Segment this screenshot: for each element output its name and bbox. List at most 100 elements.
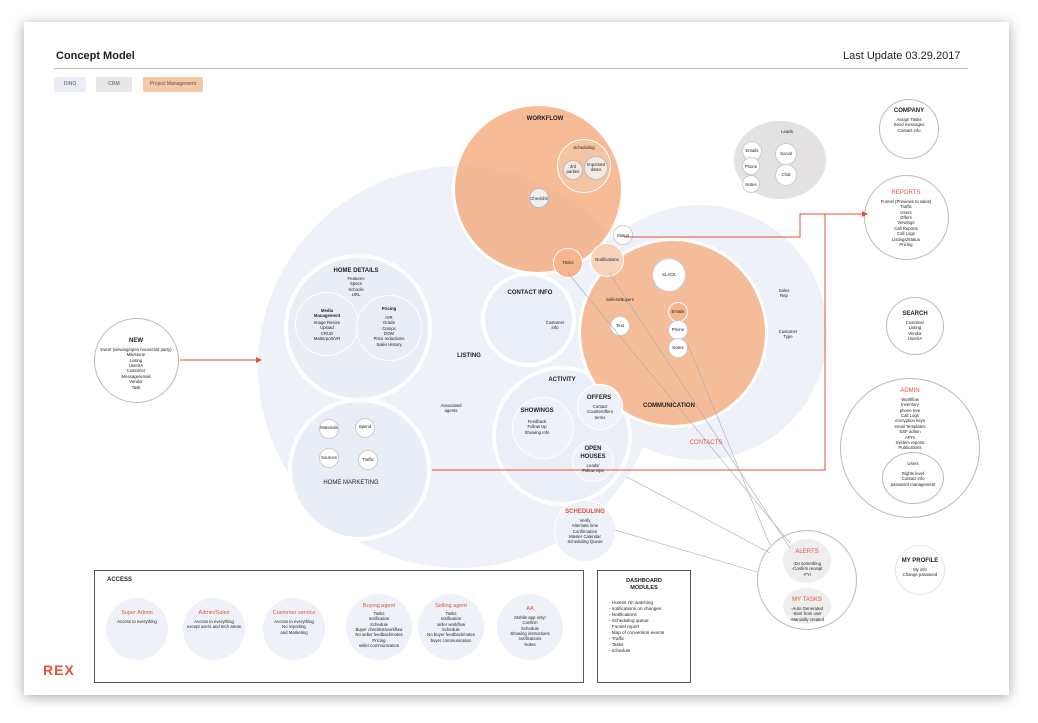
home-details-title: HOME DETAILS (333, 268, 379, 274)
dashboard-item: - Homes I'm watching (609, 600, 654, 605)
search-title: SEARCH (902, 311, 928, 317)
dashboard-item: - Tasks (609, 641, 624, 647)
dashboard-item: - notifications on changes (609, 605, 662, 611)
third-parties-label: 3rd parties (566, 164, 580, 175)
role-selling-agent-text: Tasks notification seller workflow Sched… (427, 611, 475, 643)
alerts-text: -Do something -Confirm receipt -FYI (791, 561, 823, 577)
new-circle (94, 318, 179, 403)
open-houses-circle (572, 440, 614, 482)
role-aa-circle (497, 594, 563, 660)
communication-title: COMMUNICATION (643, 403, 695, 409)
pricing-title: Pricing (381, 306, 397, 311)
sources-label: Sources (321, 455, 337, 460)
search-circle (886, 297, 944, 355)
dashboard-list: - Homes I'm watching - notifications on … (609, 600, 689, 654)
leads-chat: Chat (781, 172, 791, 177)
media-management-title: Media Management (313, 308, 341, 319)
pricing-circle (356, 295, 422, 361)
role-buying-agent-circle (346, 594, 412, 660)
new-title: NEW (129, 338, 143, 344)
dashboard-item: - Traffic (609, 635, 625, 641)
scheduling-text: Verify Alternate time Confirmation Maste… (567, 518, 603, 545)
status-circle (613, 225, 633, 245)
sellers-buyers-label: Sellers/Buyers (606, 297, 634, 302)
leads-phone-circle (742, 157, 760, 175)
scheduling-sub-label: Scheduling (573, 145, 595, 150)
company-text: Assign Tasks Send messages Contact info (893, 117, 925, 133)
my-profile-circle (895, 545, 945, 595)
activity-title: ACTIVITY (548, 377, 576, 383)
notifications-circle (590, 243, 624, 277)
comm-phone-label: Phone (671, 327, 685, 332)
search-text: Customer Listing Vendor User/IA (905, 320, 925, 342)
role-customer-service-name: Customer service (272, 610, 316, 616)
slack-circle (652, 258, 686, 292)
dashboard-item: - schedule (609, 647, 631, 653)
offers-circle (577, 384, 623, 430)
reports-title: REPORTS (891, 190, 921, 196)
dashboard-item: - Notifications (609, 611, 637, 617)
dashboard-item: - Scheduling queue (609, 617, 649, 623)
users-text: Rights level Contact info password manag… (890, 471, 936, 487)
materials-circle (319, 419, 339, 439)
materials-label: Materials (320, 425, 338, 430)
admin-text: Workflow Inventory phone tree Call Logs … (894, 397, 926, 451)
role-super-admin-name: Super Admin (121, 610, 153, 616)
spend-circle (355, 418, 375, 438)
my-tasks-circle (783, 588, 831, 624)
role-customer-service-text: Access to everything No reporting and Ma… (274, 619, 314, 635)
rex-logo: REX (43, 662, 75, 678)
comm-notes-label: Notes (672, 345, 684, 350)
users-circle (882, 452, 944, 504)
legend-dino: DINO (54, 77, 86, 92)
my-tasks-title: MY TASKS (792, 597, 822, 603)
legend-project-management: Project Management (143, 77, 203, 92)
access-title: ACCESS (107, 577, 133, 583)
company-title: COMPANY (893, 108, 925, 114)
offers-title: OFFERS (586, 395, 612, 401)
role-buying-agent-name: Buying agent (362, 603, 396, 609)
contacts-title: CONTACTS (689, 440, 723, 446)
offers-text: Contact Counteroffers terms (587, 404, 613, 420)
tasks-label: Tasks (562, 260, 574, 265)
leads-chat-circle (775, 164, 797, 186)
checklist-label: Checklist (530, 196, 548, 201)
admin-title: ADMIN (900, 388, 920, 394)
third-parties-circle (563, 160, 583, 180)
open-houses-text: Leads/ Follow Ups (582, 463, 604, 474)
leads-social: Social (780, 151, 792, 156)
dashboard-title: DASHBOARD MODULES (626, 578, 662, 591)
role-aa-name: AA (526, 606, 534, 612)
contact-info-title: CONTACT INFO (507, 290, 553, 296)
spend-label: Spend (358, 424, 372, 429)
workflow-title: WORKFLOW (526, 116, 564, 122)
new-text: Event (viewing/open house/3rd party) Mil… (100, 347, 172, 390)
showings-text: Feedback Follow Up Showing Info (524, 419, 550, 435)
media-management-circle (295, 292, 359, 356)
page-title: Concept Model (56, 50, 135, 62)
leads-notes-circle (742, 175, 760, 193)
leads-title: Leads (781, 129, 793, 134)
status-label: Status (616, 233, 630, 238)
scheduling-title: SCHEDULING (565, 509, 605, 515)
slack-label: SLACK (661, 272, 677, 277)
listing-title: LISTING (457, 353, 481, 359)
users-title: Users (907, 461, 919, 466)
role-super-admin-circle (106, 598, 168, 660)
alerts-circle (783, 539, 831, 583)
company-circle (879, 99, 939, 159)
important-dates-label: Important dates (586, 162, 606, 173)
customer-type-label: Customer Type (778, 329, 798, 340)
role-admin-sales-circle (183, 598, 245, 660)
role-super-admin-text: Access to everything (117, 619, 157, 624)
reports-circle (864, 175, 949, 260)
dashboard-item: - Map of conversion events (609, 629, 665, 635)
comm-emails-label: Emails (671, 309, 685, 314)
important-dates-circle (584, 156, 608, 180)
leads-notes: Notes (745, 182, 757, 187)
associated-agents-label: Associated agents (440, 403, 462, 414)
role-aa-text: Mobile app only! Confirm Schedule Showin… (510, 615, 550, 647)
role-buying-agent-text: Tasks notification Schedule Buyer checkl… (355, 611, 403, 649)
last-update: Last Update 03.29.2017 (843, 50, 961, 62)
